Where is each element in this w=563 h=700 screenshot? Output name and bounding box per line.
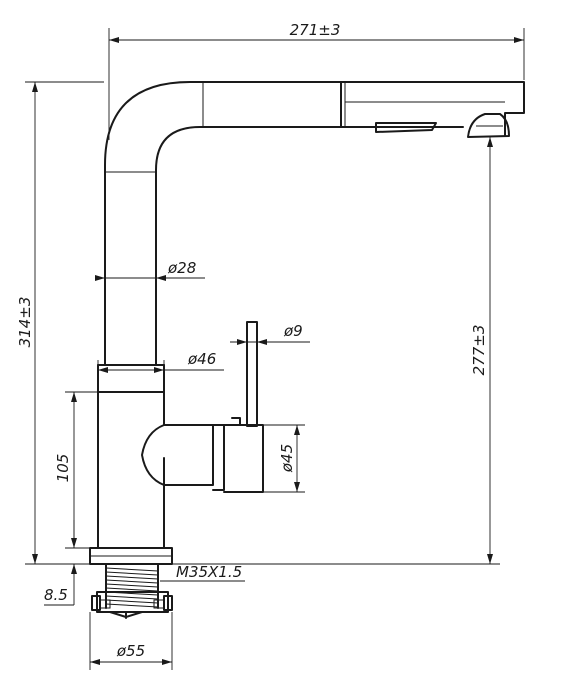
spray-head [375,113,510,138]
faucet-body [97,364,165,549]
dim-base-height: 8.5 [44,520,77,606]
dim-handle-diameter: ø45 [263,424,305,493]
base-ring [89,547,173,565]
overall-height-label: 314±3 [16,297,34,348]
dim-spout-diameter: ø28 [95,259,205,281]
dim-overall-height: 314±3 [16,81,104,565]
dim-lever-diameter: ø9 [230,322,310,345]
base-height-label: 8.5 [44,586,68,604]
dim-overall-width: 271±3 [108,21,525,140]
body-height-label: 105 [54,454,72,483]
overall-width-label: 271±3 [290,21,341,39]
lever [246,321,258,427]
dim-body-diameter: ø46 [97,350,224,380]
lever-diameter-label: ø9 [283,322,303,340]
spout-diameter-label: ø28 [167,259,196,277]
base-diameter-label: ø55 [116,642,145,660]
body-diameter-label: ø46 [187,350,216,368]
spout-height-label: 277±3 [470,325,488,376]
dim-body-height: 105 [54,391,98,549]
dim-base-diameter: ø55 [89,612,173,670]
spout-pipe [104,81,525,366]
thread-callout: M35X1.5 [160,563,245,582]
thread-label: M35X1.5 [176,563,242,581]
mounting-thread [91,563,173,619]
handle [141,417,264,493]
handle-diameter-label: ø45 [278,444,296,473]
dim-spout-height: 277±3 [172,137,500,565]
